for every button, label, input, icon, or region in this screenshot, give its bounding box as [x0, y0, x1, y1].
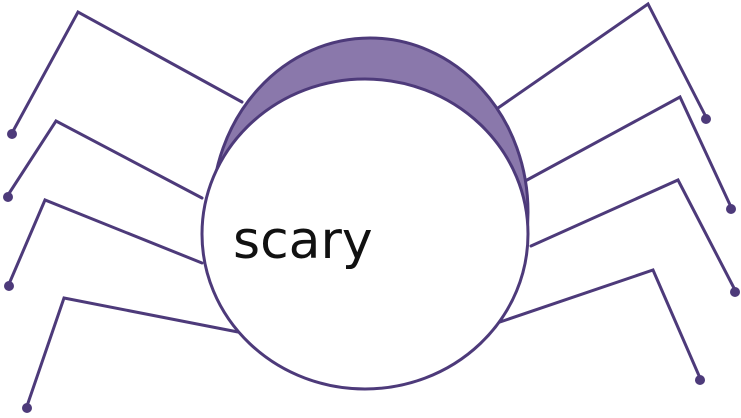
left-foot-1	[7, 129, 17, 139]
right-foot-1	[701, 114, 711, 124]
left-leg-3	[9, 200, 202, 284]
left-foot-4	[22, 403, 32, 413]
right-foot-4	[695, 375, 705, 385]
right-legs	[497, 4, 740, 385]
left-leg-2	[8, 121, 202, 198]
right-leg-2	[527, 97, 731, 207]
right-leg-4	[497, 270, 700, 378]
right-foot-3	[730, 287, 740, 297]
left-leg-1	[12, 12, 242, 133]
left-foot-2	[3, 192, 13, 202]
left-foot-3	[4, 281, 14, 291]
spider-word: scary	[233, 211, 373, 271]
right-foot-2	[726, 204, 736, 214]
right-leg-3	[531, 180, 735, 290]
left-leg-4	[27, 298, 238, 406]
